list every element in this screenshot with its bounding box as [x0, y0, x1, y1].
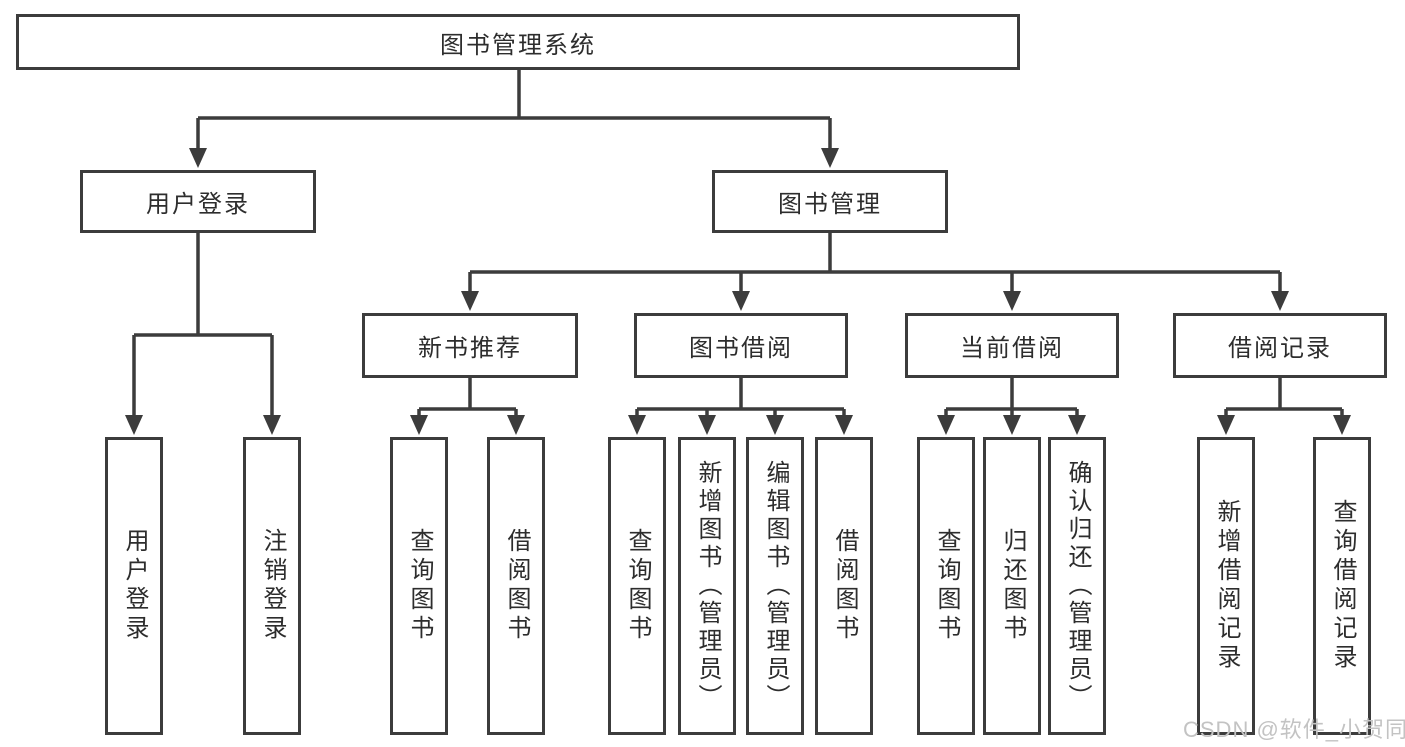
leaf-confirm-return-admin: 确认归还（管理员） [1048, 437, 1106, 735]
leaf-user-login: 用户登录 [105, 437, 163, 735]
leaf-query-books-current: 查询图书 [917, 437, 975, 735]
node-new-book-recommendation: 新书推荐 [362, 313, 578, 378]
leaf-query-books-borrow: 查询图书 [608, 437, 666, 735]
node-book-borrowing: 图书借阅 [634, 313, 848, 378]
node-library-management-system: 图书管理系统 [16, 14, 1020, 70]
arrowheads [125, 148, 1351, 435]
leaf-add-borrow-record: 新增借阅记录 [1197, 437, 1255, 735]
leaf-edit-book-admin: 编辑图书（管理员） [746, 437, 804, 735]
branch-root [196, 70, 832, 152]
node-borrowing-records: 借阅记录 [1173, 313, 1387, 378]
watermark: CSDN @软件_小贺同学 [1183, 717, 1405, 742]
leaf-query-borrow-record: 查询借阅记录 [1313, 437, 1371, 735]
leaf-add-book-admin: 新增图书（管理员） [678, 437, 736, 735]
branch-book-management [468, 233, 1282, 295]
leaf-borrow-books-borrow: 借阅图书 [815, 437, 873, 735]
leaf-query-books-recommend: 查询图书 [390, 437, 448, 735]
branch-level3 [417, 378, 1344, 419]
node-current-borrowing: 当前借阅 [905, 313, 1119, 378]
leaf-borrow-books-recommend: 借阅图书 [487, 437, 545, 735]
node-book-management: 图书管理 [712, 170, 948, 233]
leaf-return-book: 归还图书 [983, 437, 1041, 735]
node-user-login: 用户登录 [80, 170, 316, 233]
leaf-logout: 注销登录 [243, 437, 301, 735]
branch-user-login [132, 233, 274, 419]
